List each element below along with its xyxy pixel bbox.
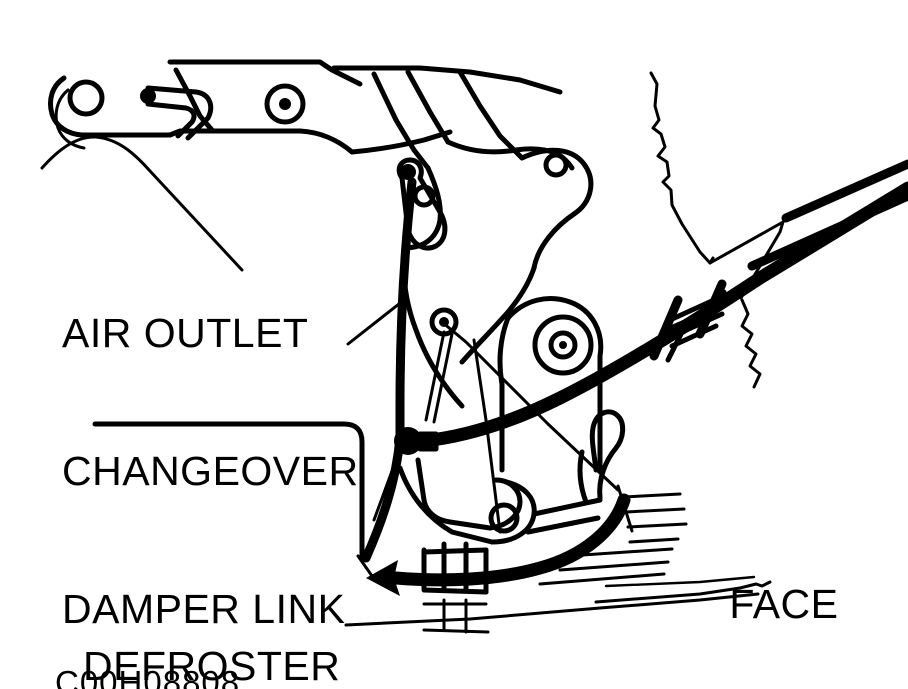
figure-code: C00H08808 [55, 664, 241, 689]
main-pivot-joint [394, 307, 459, 455]
duct-outline [92, 421, 365, 559]
face-position-surface-hatching [538, 484, 688, 586]
callout-air-outlet-line-1: AIR OUTLET [62, 310, 309, 356]
defroster-direction-arrow [366, 493, 631, 596]
lower-link-arm [397, 457, 603, 545]
leader-lines [346, 298, 620, 578]
callout-face-line-1: FACE [729, 581, 839, 627]
damper-pivot-boss [497, 296, 604, 473]
callout-air-outlet-line-3: DAMPER LINK [62, 586, 346, 632]
rod-clamp-bracket [649, 279, 727, 363]
body-panel-contours [40, 71, 785, 627]
callout-defroster-line-1: DEFROSTER [83, 643, 341, 689]
callout-air-outlet-line-2: CHANGEOVER [62, 448, 359, 494]
vertical-control-link [361, 177, 417, 563]
control-rod [417, 159, 908, 448]
callout-air-outlet-changeover-damper-link: AIR OUTLET CHANGEOVER DAMPER LINK [62, 218, 359, 689]
callout-face-position: FACE POSITION [684, 489, 884, 689]
callout-defroster-position: DEFROSTER POSITION [83, 551, 340, 689]
changeover-cam-lever [371, 69, 594, 409]
upper-mounting-bracket [48, 59, 563, 155]
